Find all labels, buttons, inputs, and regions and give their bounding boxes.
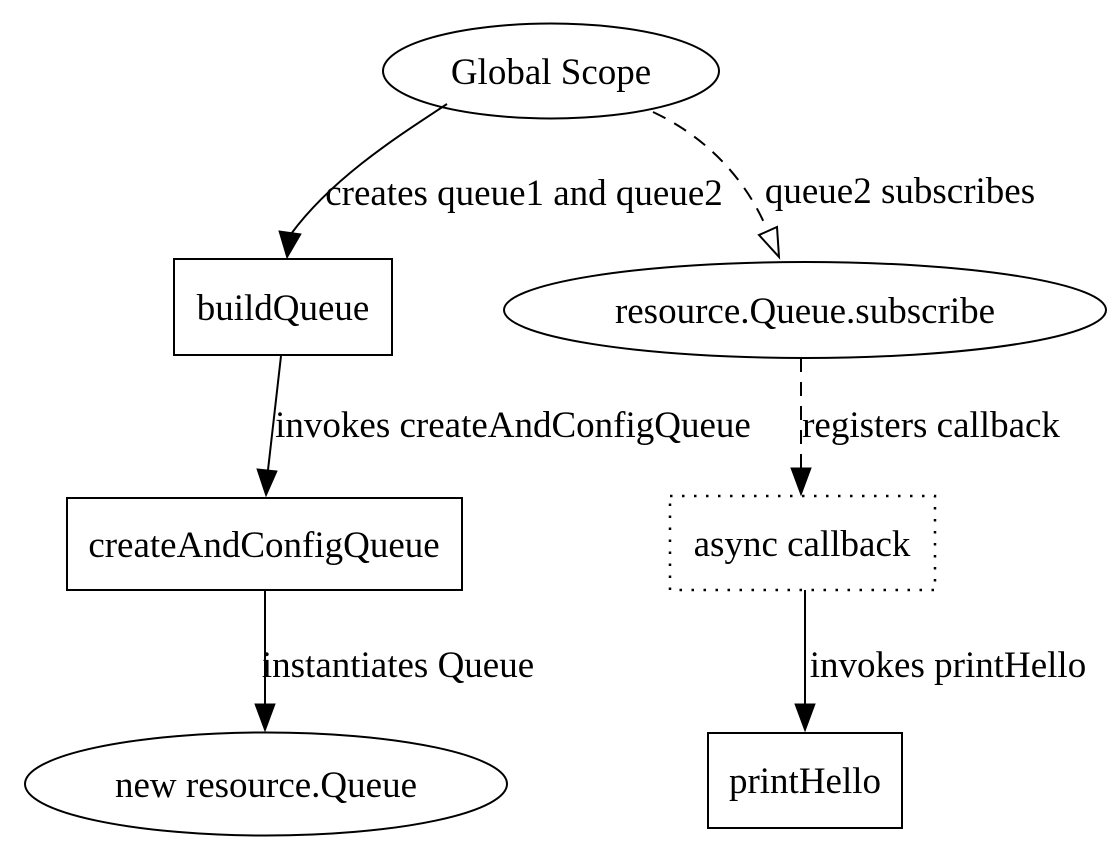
node-label: async callback bbox=[694, 524, 911, 565]
edge-label: registers callback bbox=[802, 405, 1060, 446]
node-resource-queue-subscribe: resource.Queue.subscribe bbox=[503, 261, 1107, 359]
node-build-queue: buildQueue bbox=[173, 258, 393, 356]
edge-label: instantiates Queue bbox=[262, 645, 534, 686]
arrowhead-filled-icon bbox=[254, 703, 276, 733]
edge-resource-queue-subscribe-to-async-callback: registers callback bbox=[790, 358, 1060, 497]
node-create-and-config-queue: createAndConfigQueue bbox=[66, 497, 463, 591]
edge-line bbox=[290, 103, 448, 235]
node-ellipse bbox=[24, 731, 508, 837]
node-rect bbox=[66, 497, 463, 591]
node-print-hello: printHello bbox=[707, 732, 903, 829]
edge-global-scope-to-build-queue: creates queue1 and queue2 bbox=[278, 103, 723, 260]
node-ellipse bbox=[382, 22, 720, 120]
edge-label: invokes createAndConfigQueue bbox=[275, 405, 751, 446]
edge-async-callback-to-print-hello: invokes printHello bbox=[794, 590, 1086, 733]
arrowhead-filled-icon bbox=[794, 703, 816, 733]
arrowhead-filled-icon bbox=[790, 467, 812, 497]
node-ellipse bbox=[503, 261, 1107, 359]
edge-label: queue2 subscribes bbox=[765, 171, 1035, 212]
node-label: resource.Queue.subscribe bbox=[615, 291, 995, 332]
node-label: createAndConfigQueue bbox=[88, 525, 439, 566]
edge-label: invokes printHello bbox=[810, 645, 1086, 686]
node-label: Global Scope bbox=[451, 52, 651, 93]
edge-line bbox=[267, 355, 282, 471]
node-new-resource-queue: new resource.Queue bbox=[24, 731, 508, 837]
node-rect bbox=[173, 258, 393, 356]
node-label: buildQueue bbox=[197, 288, 370, 329]
arrowhead-filled-icon bbox=[256, 468, 278, 498]
node-async-callback: async callback bbox=[668, 494, 937, 592]
edge-build-queue-to-create-and-config-queue: invokes createAndConfigQueue bbox=[256, 355, 751, 498]
edge-label: creates queue1 and queue2 bbox=[325, 173, 723, 214]
edge-line bbox=[652, 111, 767, 228]
node-global-scope: Global Scope bbox=[382, 22, 720, 120]
node-label: new resource.Queue bbox=[115, 765, 417, 806]
edge-global-scope-to-resource-queue-subscribe: queue2 subscribes bbox=[652, 111, 1035, 260]
node-label: printHello bbox=[729, 761, 881, 802]
arrowhead-filled-icon bbox=[278, 230, 302, 260]
edge-create-and-config-queue-to-new-resource-queue: instantiates Queue bbox=[254, 590, 534, 733]
node-rect bbox=[707, 732, 903, 829]
node-rect-dotted bbox=[668, 494, 937, 592]
arrowhead-open-icon bbox=[757, 225, 781, 260]
